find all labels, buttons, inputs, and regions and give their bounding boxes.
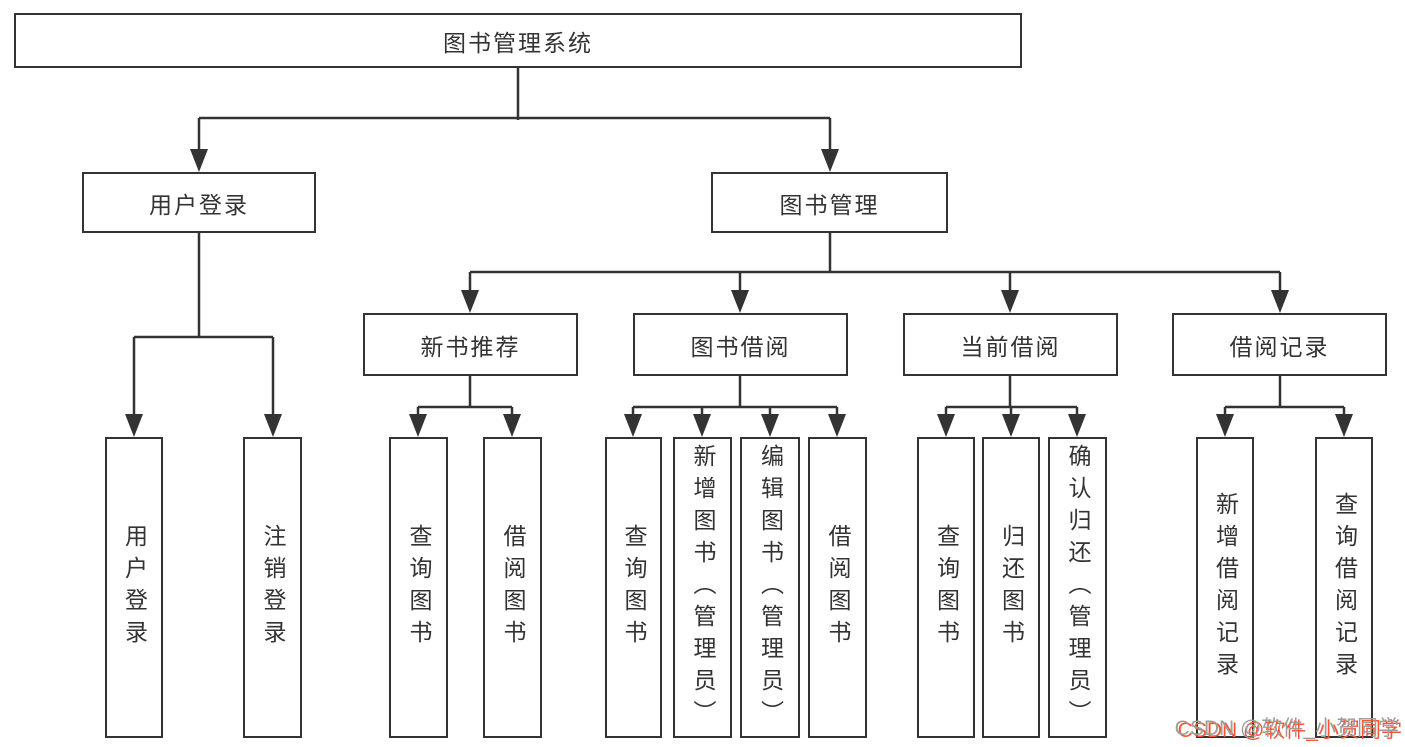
- leaf-borrow-books: 借阅图书: [483, 437, 542, 738]
- node-current-borrowing: 当前借阅: [903, 313, 1118, 376]
- leaf-borrow-books: 借阅图书: [808, 437, 867, 738]
- leaf-confirm-return-admin: 确认归还（管理员）: [1048, 437, 1107, 738]
- node-borrowing-records: 借阅记录: [1172, 313, 1387, 376]
- leaf-query-books: 查询图书: [389, 437, 448, 738]
- leaf-edit-books-admin: 编辑图书（管理员）: [740, 437, 800, 738]
- leaf-query-books: 查询图书: [605, 437, 662, 738]
- node-new-book-recommendation: 新书推荐: [363, 313, 578, 376]
- leaf-logout: 注销登录: [243, 437, 302, 738]
- node-book-borrowing: 图书借阅: [633, 313, 848, 376]
- tree-edges: [132, 68, 1346, 417]
- node-library-management-system: 图书管理系统: [14, 13, 1022, 68]
- leaf-user-login: 用户登录: [105, 437, 163, 738]
- leaf-return-books: 归还图书: [982, 437, 1040, 738]
- leaf-query-borrow-record: 查询借阅记录: [1315, 437, 1373, 738]
- leaf-add-books-admin: 新增图书（管理员）: [673, 437, 732, 738]
- leaf-query-books: 查询图书: [917, 437, 975, 738]
- csdn-watermark: CSDN @软件_小贺同学: [1174, 717, 1399, 740]
- arrowheads: [125, 149, 1353, 437]
- leaf-add-borrow-record: 新增借阅记录: [1196, 437, 1254, 738]
- node-book-management-branch: 图书管理: [711, 172, 948, 233]
- node-user-login-branch: 用户登录: [82, 172, 316, 233]
